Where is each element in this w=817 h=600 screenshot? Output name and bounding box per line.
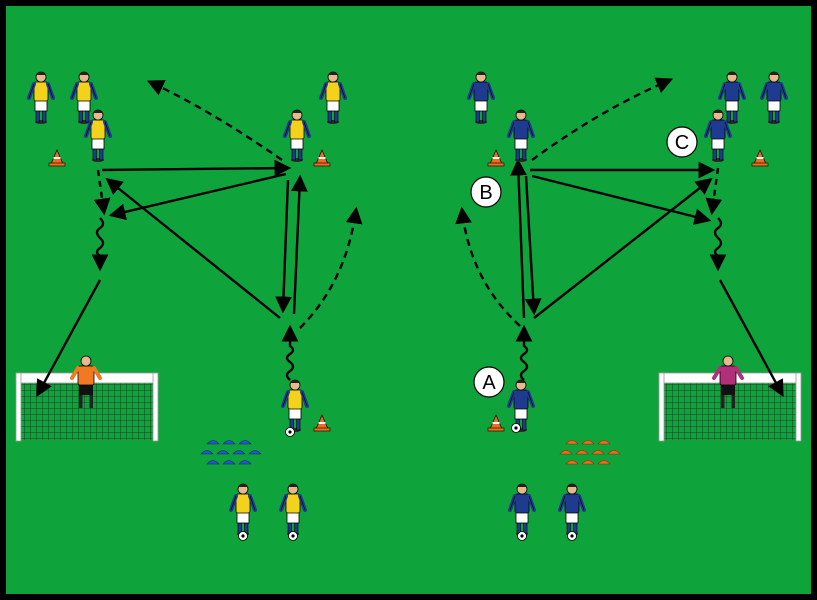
- label-b: B: [470, 176, 502, 208]
- label-b-text: B: [479, 182, 492, 204]
- ball: [567, 531, 577, 541]
- right-drill-paths: [455, 77, 784, 397]
- label-c: C: [666, 126, 698, 158]
- ball: [511, 423, 521, 433]
- left-drill-paths: [36, 80, 363, 397]
- label-c-text: C: [675, 132, 689, 154]
- label-a: A: [473, 366, 505, 398]
- ball: [238, 531, 248, 541]
- ball: [285, 427, 295, 437]
- label-a-text: A: [482, 372, 496, 394]
- ball: [288, 531, 298, 541]
- ball: [517, 531, 527, 541]
